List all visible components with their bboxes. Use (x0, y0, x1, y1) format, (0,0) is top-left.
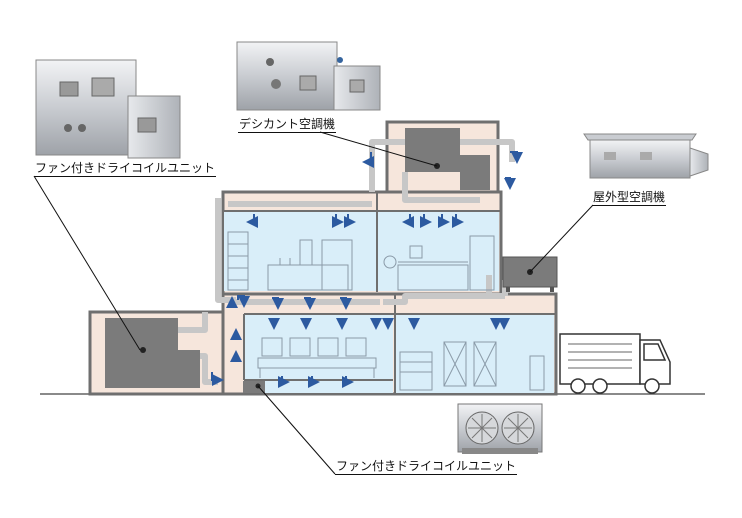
label-outdoor-unit: 屋外型空調機 (592, 190, 667, 206)
desiccant-unit-box (405, 128, 490, 190)
floor-coil-unit-box (243, 381, 265, 393)
upper-room-right (378, 211, 499, 291)
coil-unit-photo-top-left (35, 59, 181, 159)
annex-coil-unit-box (105, 318, 200, 388)
airflow-arrow-icon (211, 151, 523, 388)
lower-right-kitchen-art (399, 341, 545, 391)
label-desiccant-unit: デシカント空調機 (238, 117, 337, 133)
label-bottom-coil-unit: ファン付きドライコイルユニット (335, 459, 518, 475)
outdoor-unit-box (502, 256, 558, 292)
fan-coil-unit-photo-bottom (457, 403, 543, 454)
leader-lines (33, 131, 594, 475)
lower-room-right (396, 314, 554, 393)
delivery-truck-icon (559, 333, 671, 394)
upper-left-kitchen-art (227, 231, 353, 291)
desiccant-unit-photo (236, 41, 381, 111)
outdoor-unit-photo (583, 133, 709, 179)
label-top-left-coil-unit: ファン付きドライコイルユニット (34, 161, 217, 177)
upper-right-kitchen-art (383, 235, 495, 291)
lower-left-kitchen-art (257, 337, 377, 378)
